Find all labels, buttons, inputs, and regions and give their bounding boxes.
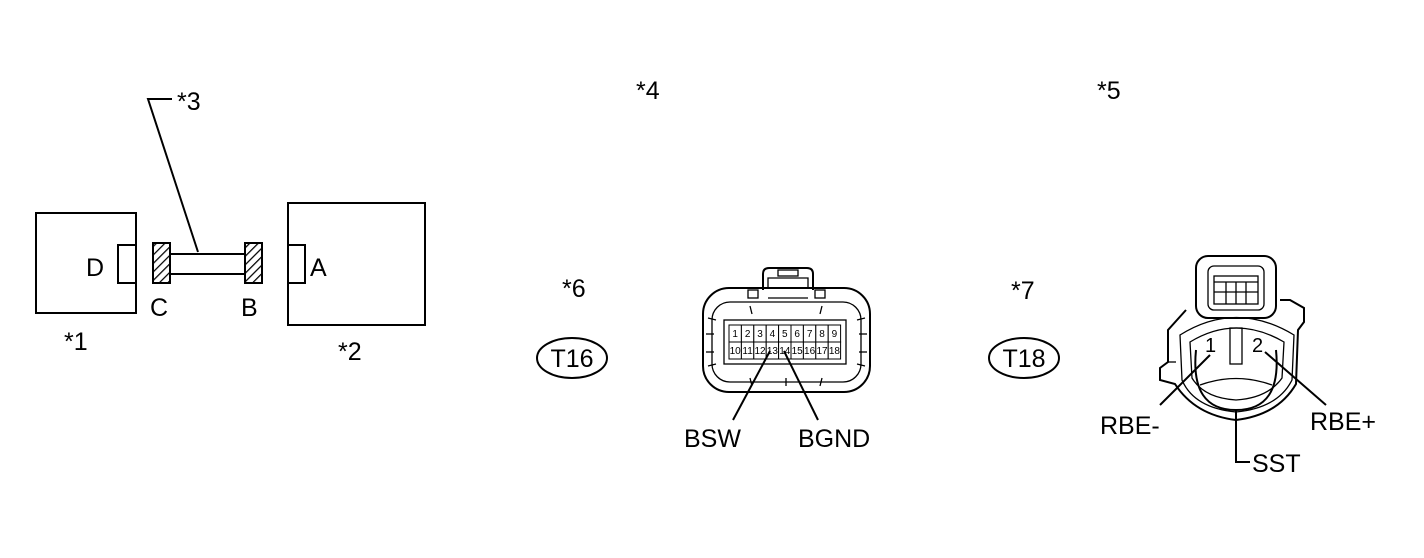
pin-number: 7: [807, 329, 813, 340]
code-oval-t18: [988, 337, 1060, 379]
latch-foot-right: [814, 289, 826, 299]
pin-number: 10: [730, 346, 742, 357]
signal-rbe-minus: RBE-: [1100, 412, 1160, 440]
t18-latch-inner: [1207, 265, 1265, 311]
signal-sst: SST: [1252, 450, 1301, 478]
harness-plug-c: [152, 242, 171, 284]
callout-3: *3: [177, 88, 201, 116]
code-t18: T18: [1002, 345, 1045, 373]
terminal-d-label: D: [86, 254, 104, 282]
callout-2: *2: [338, 338, 362, 366]
signal-bsw: BSW: [684, 425, 741, 453]
callout-5: *5: [1097, 77, 1121, 105]
connector-housing-outer: [702, 287, 871, 393]
component-1-terminal: [117, 244, 137, 284]
t18-body-mid: [1179, 316, 1295, 413]
pin-number: 16: [804, 346, 816, 357]
leader-bsw: [732, 350, 771, 421]
t18-latch-grid: [1213, 275, 1259, 305]
end-c-label: C: [150, 294, 168, 322]
code-t16: T16: [550, 345, 593, 373]
callout-4: *4: [636, 77, 660, 105]
signal-rbe-plus: RBE+: [1310, 408, 1376, 436]
harness-plug-b: [244, 242, 263, 284]
t18-center-key: [1229, 327, 1243, 365]
pin-number: 9: [832, 329, 838, 340]
pin-number: 15: [792, 346, 804, 357]
pin-number: 12: [754, 346, 766, 357]
code-oval-t16: [536, 337, 608, 379]
pin-number: 4: [770, 329, 776, 340]
latch-inner: [767, 277, 809, 288]
leader-sst: [1194, 349, 1278, 463]
t18-pin-1: 1: [1205, 335, 1216, 357]
right-connector: *5 *7 T18 1 2 RBE- RBE+ SST: [988, 77, 1376, 478]
leader-rbe-minus: [1159, 354, 1211, 406]
leader-rbe-plus: [1264, 351, 1327, 406]
callout-1: *1: [64, 328, 88, 356]
terminal-a-label: A: [310, 254, 327, 282]
pin-number: 17: [816, 346, 828, 357]
latch-tab: [777, 269, 799, 277]
signal-bgnd: BGND: [798, 425, 870, 453]
pin-number: 8: [819, 329, 825, 340]
housing-ticks: [706, 305, 867, 387]
connector-cavity-frame: [723, 319, 847, 365]
callout-7: *7: [1011, 277, 1035, 305]
end-b-label: B: [241, 294, 258, 322]
t18-pin-2: 2: [1252, 335, 1263, 357]
pin-number: 5: [782, 329, 788, 340]
pin-number: 3: [757, 329, 763, 340]
pin-cell: [827, 341, 842, 360]
connector-latch: [762, 267, 814, 290]
latch-foot-left: [747, 289, 759, 299]
pin-number: 18: [829, 346, 841, 357]
component-2-terminal: [287, 244, 306, 284]
pin-number: 1: [732, 329, 738, 340]
pin-number: 2: [745, 329, 751, 340]
left-diagram: D *1 *3 C B A *2: [35, 88, 426, 366]
t18-base-arc: [1199, 377, 1273, 386]
harness-leader: [146, 98, 199, 253]
pin-number: 6: [794, 329, 800, 340]
component-2-box: [287, 202, 426, 326]
pin-number: 11: [742, 346, 753, 357]
leader-bgnd: [783, 350, 819, 421]
pin-number: 13: [767, 346, 779, 357]
callout-6: *6: [562, 275, 586, 303]
